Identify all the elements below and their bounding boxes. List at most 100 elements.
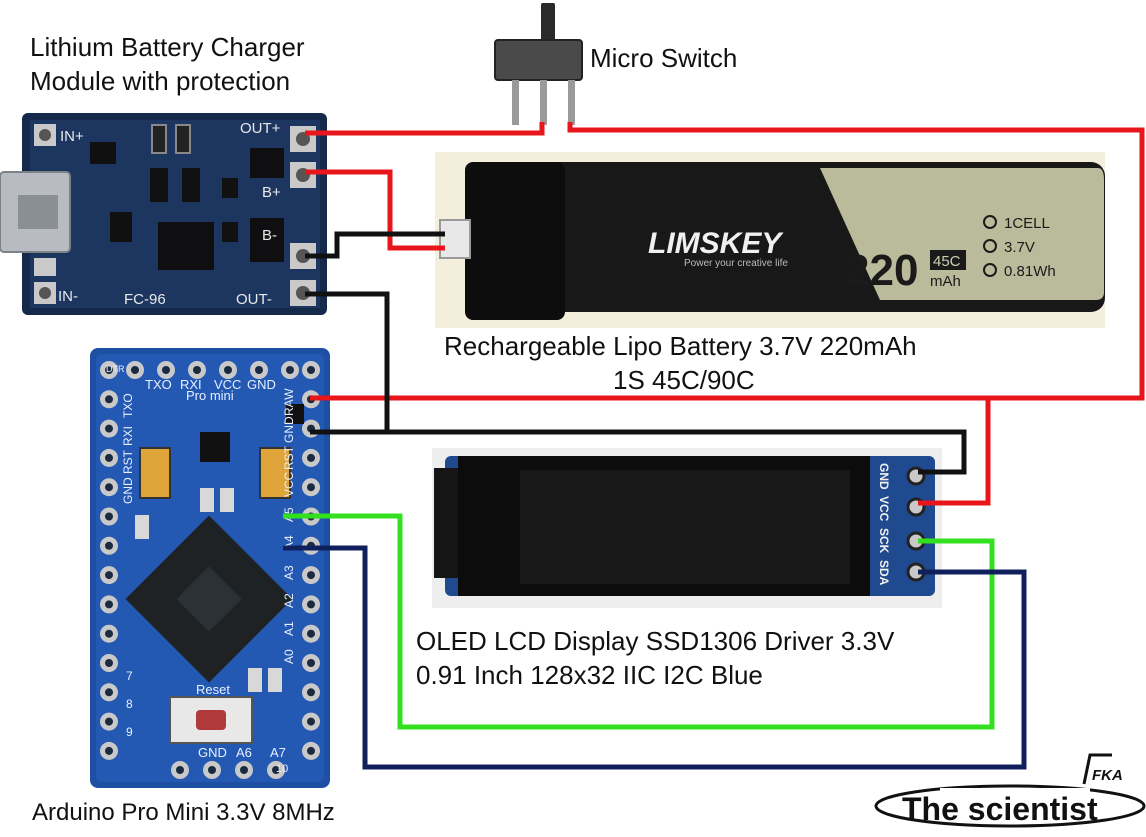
arduino-num-8: 8 — [126, 697, 133, 711]
arduino-board: Reset Pro mini TXO RXI VCC GND GND A6 A7… — [90, 348, 330, 788]
oled-title-line-1: OLED LCD Display SSD1306 Driver 3.3V — [416, 626, 895, 656]
arduino-top-pin-rxi: RXI — [180, 377, 202, 392]
arduino-reset-label: Reset — [196, 682, 230, 697]
arduino-left-hole-center — [105, 512, 113, 521]
arduino-analog-a2: A2 — [282, 593, 296, 608]
charger-pin-in-plus: IN+ — [60, 128, 84, 145]
battery-spec-cells: 1CELL — [1004, 215, 1050, 232]
wire-a5-to-sck — [283, 513, 995, 730]
arduino-right-hole-center — [307, 600, 315, 609]
arduino-num-7: 7 — [126, 669, 133, 683]
oled-display: GND VCC SCK SDA — [432, 448, 942, 608]
arduino-right-pin-vcc: VCC — [282, 471, 296, 497]
wires — [283, 122, 1145, 770]
arduino-left-hole-center — [105, 746, 113, 755]
oled-pin-gnd: GND — [877, 463, 891, 490]
arduino-left-hole-center — [105, 424, 113, 433]
oled-pin-sck: SCK — [877, 528, 891, 554]
logo-text: The scientist — [902, 791, 1098, 827]
battery-rating: 45C — [933, 253, 961, 270]
logo: The scientist FKA — [874, 753, 1146, 828]
wire-vcc-oled — [918, 398, 991, 506]
wire-switch-to-raw — [310, 122, 1145, 401]
logo-mark: FKA — [1092, 767, 1123, 784]
arduino-dtr: DTR — [106, 364, 125, 374]
arduino-left-hole-center — [105, 688, 113, 697]
battery-spec-energy: 0.81Wh — [1004, 263, 1056, 280]
arduino-left-hole-center — [105, 571, 113, 580]
arduino-name: Pro mini — [186, 388, 234, 403]
arduino-top-pin-gnd: GND — [247, 377, 276, 392]
charger-module: IN+ OUT+ B+ B- IN- OUT- FC-96 — [0, 113, 327, 315]
charger-pin-out-minus: OUT- — [236, 291, 272, 308]
battery-title-line-2: 1S 45C/90C — [613, 365, 755, 395]
arduino-left-hole-center — [105, 541, 113, 550]
arduino-top-hole-center — [131, 366, 139, 374]
charger-pin-out-plus: OUT+ — [240, 120, 281, 137]
charger-title-line-2: Module with protection — [30, 66, 291, 96]
oled-title-line-2: 0.91 Inch 128x32 IIC I2C Blue — [416, 660, 763, 690]
arduino-bottom-hole-center — [176, 766, 184, 774]
arduino-right-hole-center — [307, 746, 315, 755]
arduino-right-pin-gnd: GND — [282, 416, 296, 443]
wire-gnd-oled — [387, 429, 967, 475]
arduino-right-hole-center — [307, 483, 315, 492]
arduino-top-pin-txo: TXO — [145, 377, 172, 392]
arduino-bottom-hole-center — [240, 766, 248, 774]
arduino-analog-a1: A1 — [282, 621, 296, 636]
lipo-battery: LIMSKEY Power your creative life 220 45C… — [435, 152, 1105, 328]
arduino-bottom-pin-gnd: GND — [198, 745, 227, 760]
arduino-left-hole-center — [105, 395, 113, 404]
logo-ring — [874, 784, 1146, 828]
arduino-num-10: 10 — [276, 763, 288, 775]
arduino-left-hole-center — [105, 366, 113, 374]
arduino-left-header — [100, 361, 118, 760]
arduino-left-hole-center — [105, 483, 113, 492]
battery-tagline: Power your creative life — [684, 258, 788, 269]
arduino-left-pin-rst: RST — [121, 449, 135, 474]
arduino-top-hole-center — [224, 366, 232, 374]
arduino-right-pin-rst: RST — [282, 445, 296, 470]
arduino-bottom-hole-center — [208, 766, 216, 774]
wire-b-plus-to-battery — [305, 169, 445, 251]
arduino-bottom-pin-a6: A6 — [236, 745, 252, 760]
arduino-right-hole-center — [307, 571, 315, 580]
wire-out-minus-to-gnd — [305, 291, 390, 435]
battery-title-line-1: Rechargeable Lipo Battery 3.7V 220mAh — [444, 331, 917, 361]
arduino-title: Arduino Pro Mini 3.3V 8MHz — [32, 799, 335, 826]
arduino-bottom-header — [171, 761, 285, 779]
arduino-right-hole-center — [307, 453, 315, 462]
wire-b-minus-to-battery — [305, 231, 445, 259]
arduino-top-hole-center — [286, 366, 294, 374]
wire-out-plus-to-switch — [305, 122, 545, 136]
arduino-bottom-hole-center — [272, 766, 280, 774]
arduino-top-hole-center — [193, 366, 201, 374]
charger-pin-in-minus: IN- — [58, 288, 78, 305]
arduino-left-hole-center — [105, 717, 113, 726]
arduino-top-hole-center — [255, 366, 263, 374]
battery-unit: mAh — [930, 273, 961, 290]
oled-pin-vcc: VCC — [877, 496, 891, 522]
arduino-right-hole-center — [307, 659, 315, 667]
charger-pin-b-minus: B- — [262, 227, 277, 244]
charger-model: FC-96 — [124, 291, 166, 308]
arduino-left-pin-gnd: GND — [121, 477, 135, 504]
arduino-left-hole-center — [105, 453, 113, 462]
arduino-top-hole-center — [162, 366, 170, 374]
oled-pin-sda: SDA — [877, 560, 891, 586]
arduino-left-hole-center — [105, 600, 113, 609]
arduino-bottom-pin-a7: A7 — [270, 745, 286, 760]
arduino-left-hole-center — [105, 659, 113, 667]
arduino-top-header — [126, 361, 299, 379]
arduino-top-pin-vcc: VCC — [214, 377, 241, 392]
arduino-right-hole-center — [307, 717, 315, 726]
arduino-right-hole-center — [307, 688, 315, 697]
arduino-analog-a3: A3 — [282, 565, 296, 580]
arduino-analog-a0: A0 — [282, 649, 296, 664]
battery-spec-voltage: 3.7V — [1004, 239, 1035, 256]
micro-switch — [494, 3, 583, 125]
arduino-right-hole-center — [307, 629, 315, 638]
arduino-left-hole-center — [105, 629, 113, 638]
